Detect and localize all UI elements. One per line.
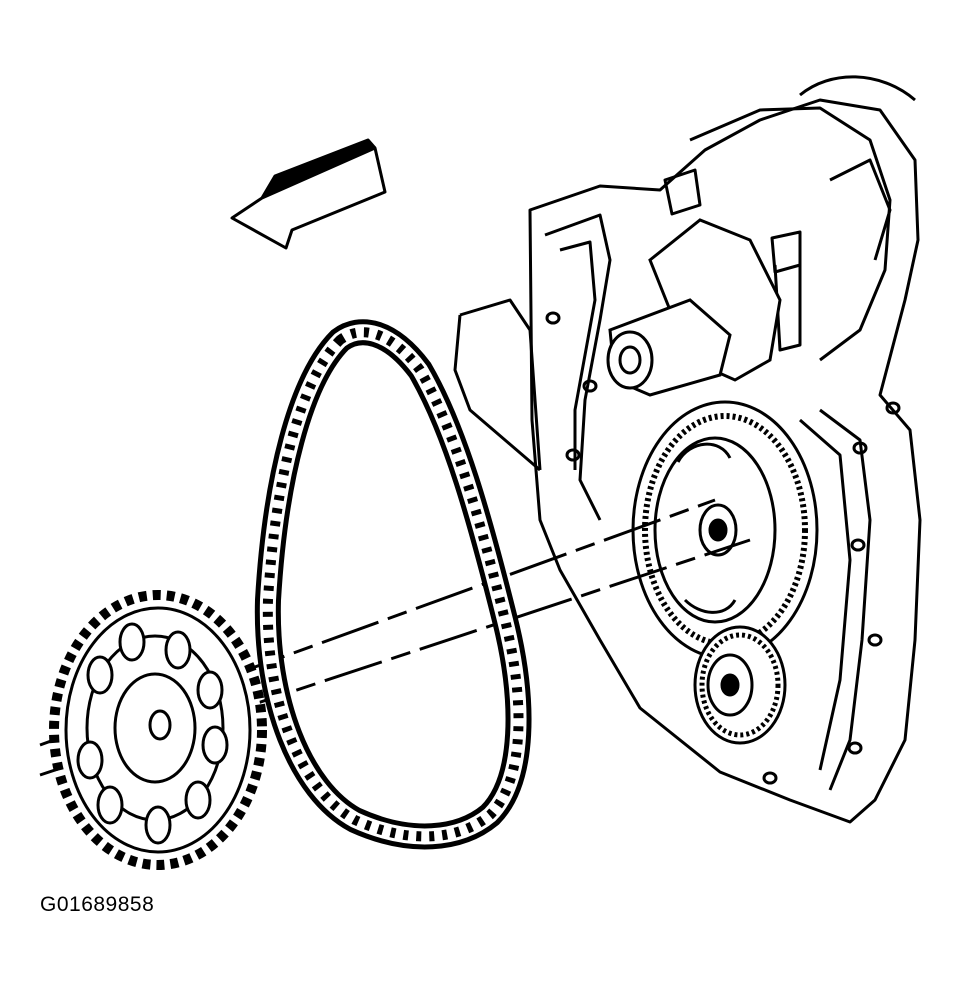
- upper-gear: [606, 218, 782, 397]
- timing-chain-icon: [254, 319, 532, 850]
- engine-block: [453, 75, 922, 824]
- figure-id-label: G01689858: [40, 893, 155, 916]
- lower-gear: [693, 625, 787, 745]
- crank-gear-icon: [631, 400, 819, 660]
- camshaft-sprocket-icon: [49, 590, 267, 870]
- direction-arrow-icon: [230, 138, 387, 250]
